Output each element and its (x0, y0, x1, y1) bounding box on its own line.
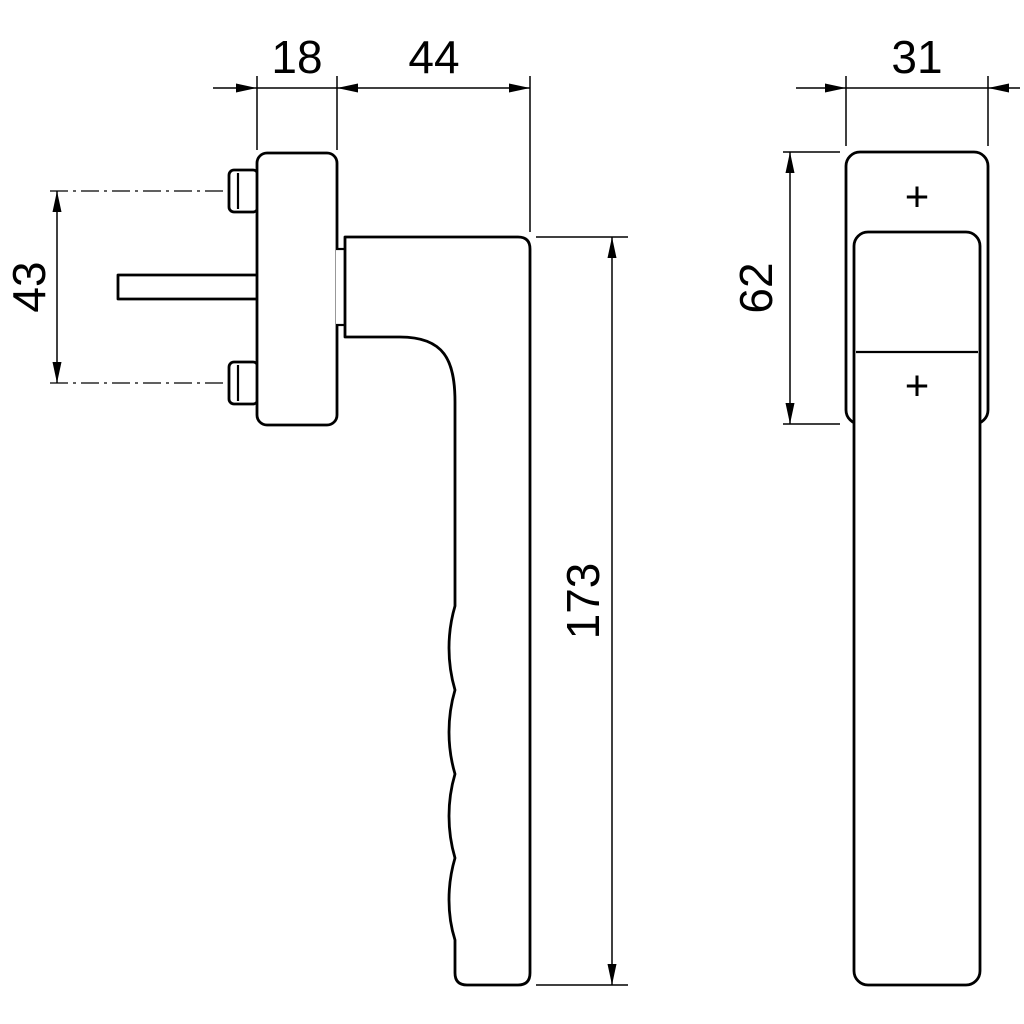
side-top-dimensions: 18 44 (213, 31, 531, 232)
side-view: 18 44 43 173 (3, 31, 628, 987)
backplate (255, 151, 339, 427)
neck-collar-fill (336, 250, 345, 324)
dim-label-projection: 44 (408, 31, 459, 83)
screw-spacing-dimension: 43 (3, 191, 62, 383)
bottom-screw (227, 360, 260, 406)
arrowhead (785, 403, 795, 424)
spindle (116, 273, 260, 301)
dim-label-plate-thickness: 18 (271, 31, 322, 83)
screw-position-cross-icon: + (905, 362, 930, 409)
arrowhead (52, 191, 62, 212)
handle-length-dimension: 173 (536, 236, 628, 986)
dim-label-rose-height: 62 (730, 262, 782, 313)
handle-profile (343, 235, 532, 987)
arrowhead (825, 83, 846, 93)
arrowhead (337, 83, 358, 93)
dim-label-handle-width: 31 (891, 31, 942, 83)
arrowhead (607, 964, 617, 985)
arrowhead (988, 83, 1009, 93)
width-dimension: 31 (796, 31, 1020, 146)
screw-position-cross-icon: + (905, 173, 930, 220)
dim-label-handle-length: 173 (557, 563, 609, 640)
arrowhead (236, 83, 257, 93)
top-screw (227, 168, 260, 214)
rose-height-dimension: 62 (730, 151, 840, 425)
arrowhead (52, 362, 62, 383)
arrowhead (607, 237, 617, 258)
arrowhead (509, 83, 530, 93)
handle-front-face (852, 230, 982, 987)
dim-label-screw-spacing: 43 (3, 261, 55, 312)
arrowhead (785, 152, 795, 173)
front-view: + + 31 62 (730, 31, 1020, 987)
